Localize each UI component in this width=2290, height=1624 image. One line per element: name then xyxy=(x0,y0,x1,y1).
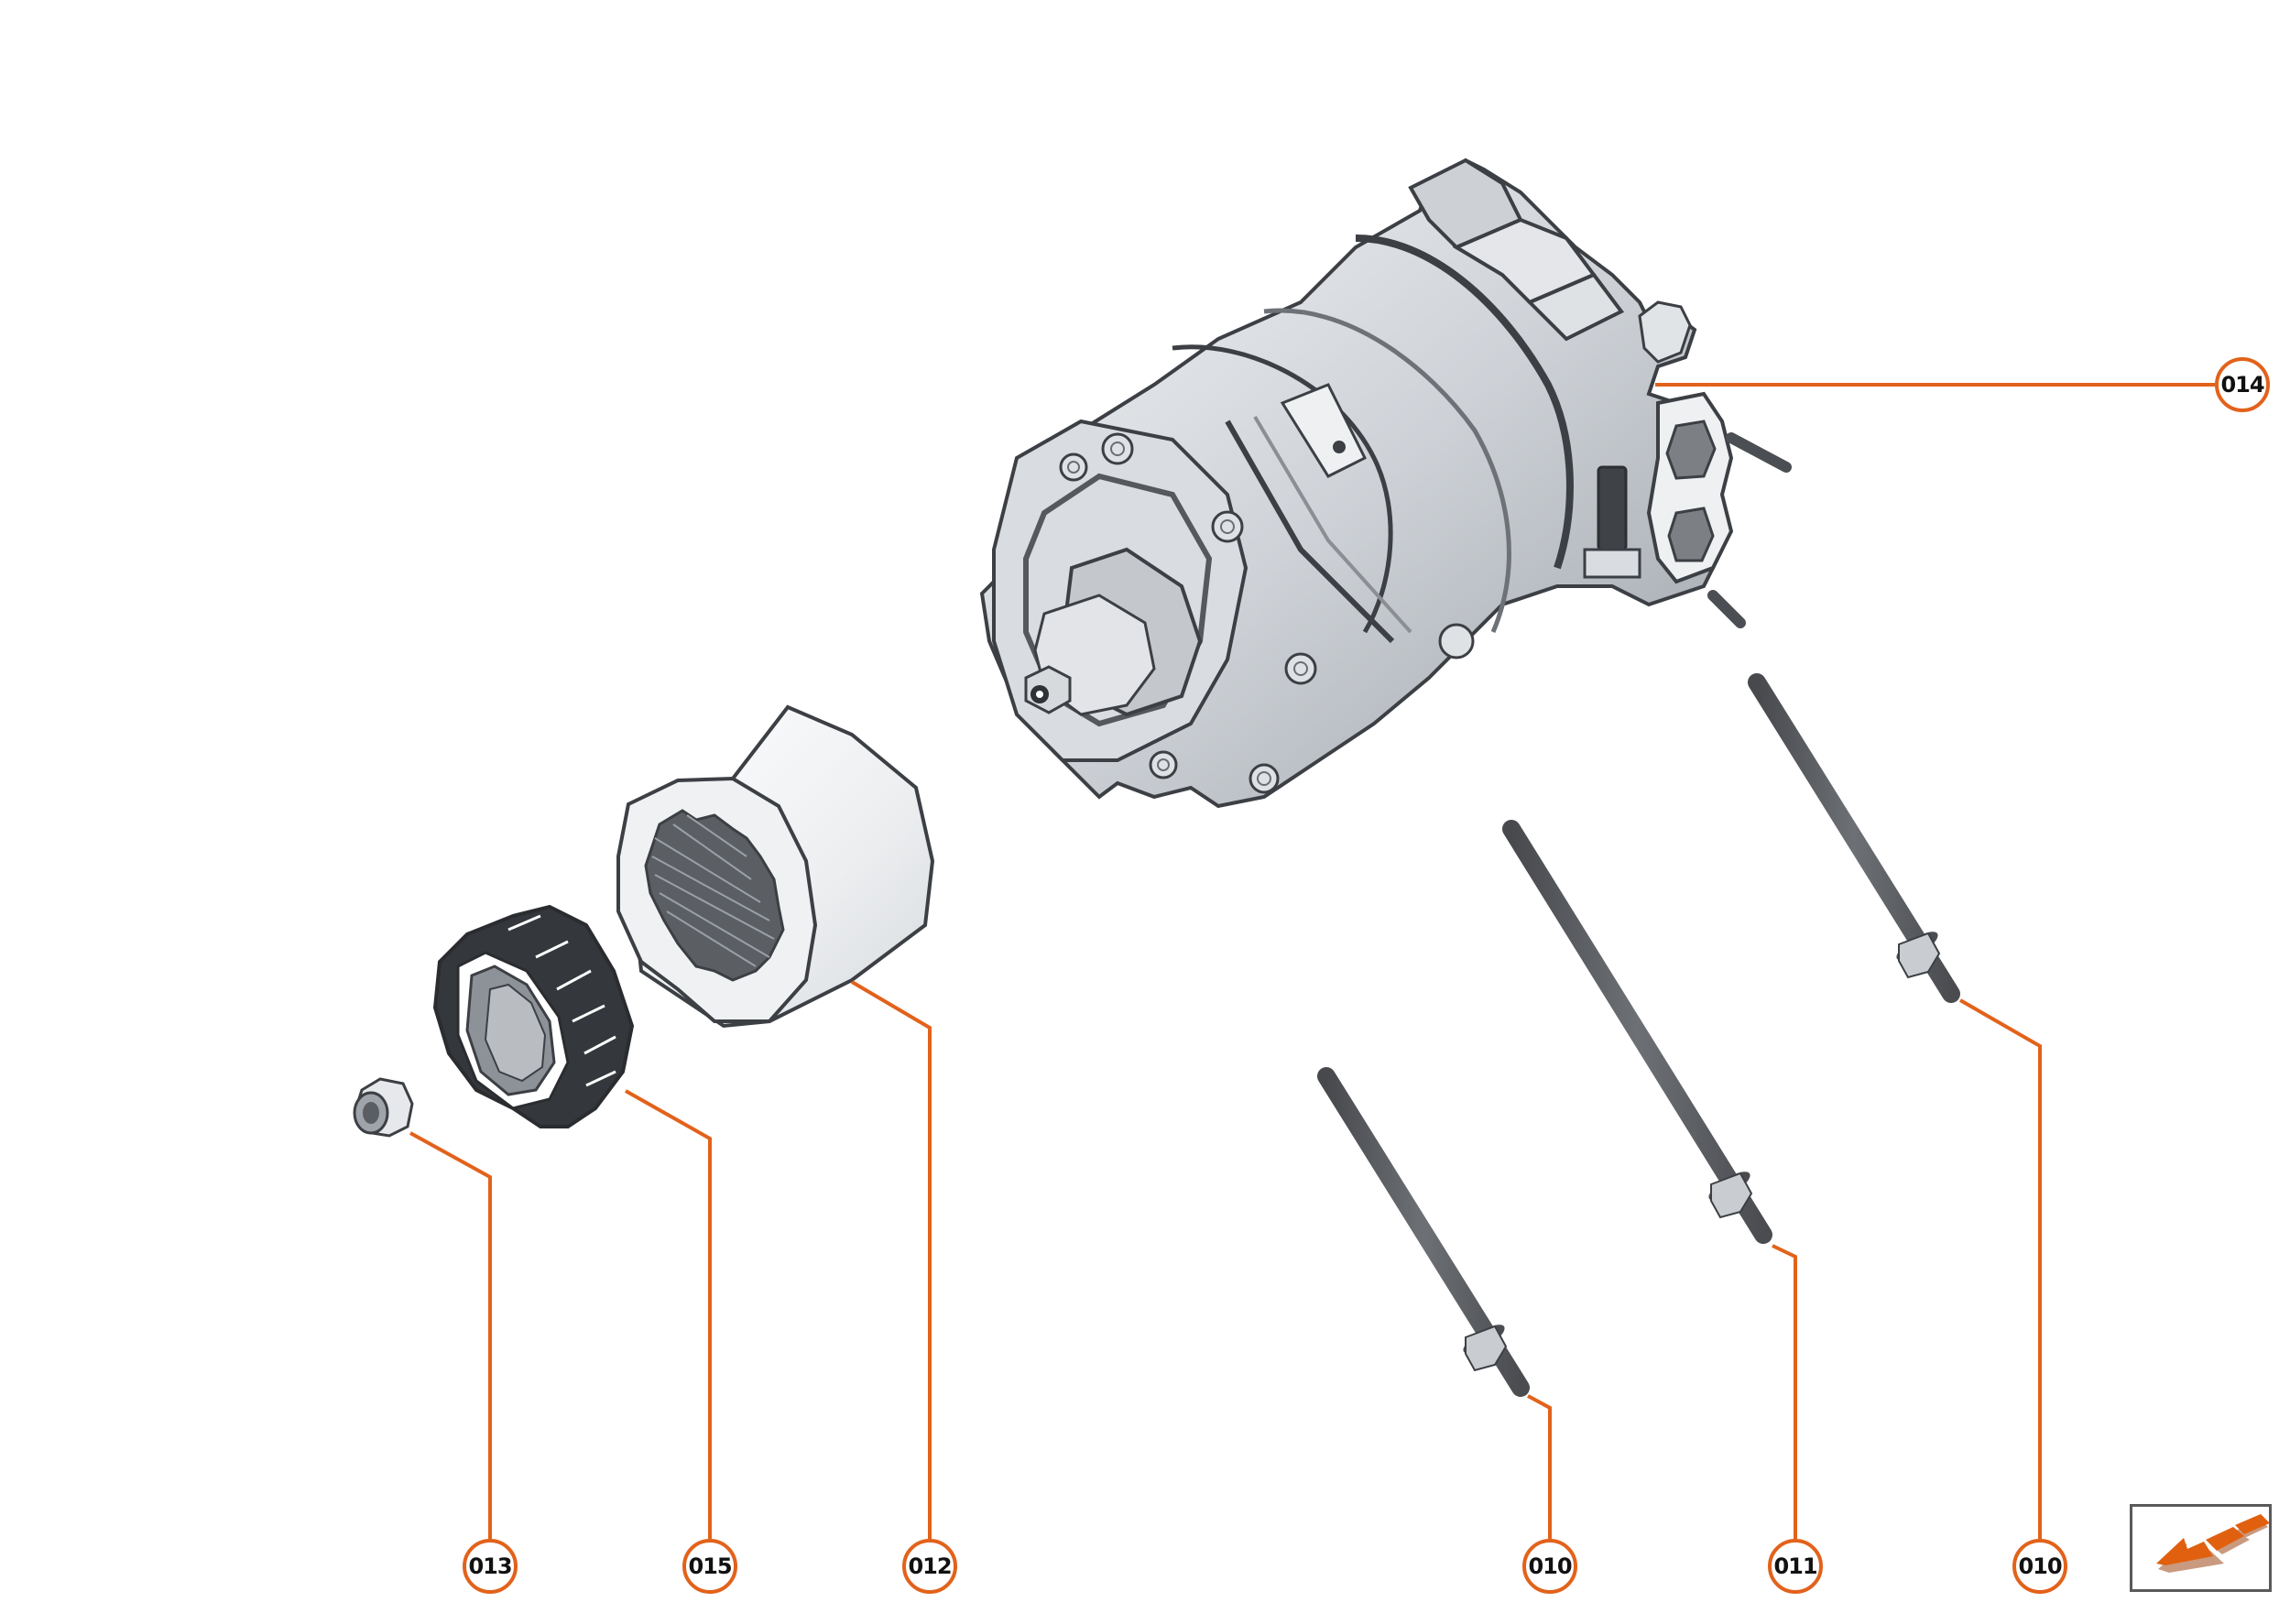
callout-label: 010 xyxy=(2018,1553,2062,1579)
callout-012[interactable]: 012 xyxy=(902,1539,957,1594)
sprocket-ring-015[interactable] xyxy=(432,904,635,1128)
callout-011[interactable]: 011 xyxy=(1768,1539,1823,1594)
motor-assembly-014[interactable] xyxy=(979,158,1792,809)
stud-bolt-left-010[interactable] xyxy=(1317,1067,1530,1397)
lock-nut-013[interactable] xyxy=(353,1077,414,1138)
callout-010-right[interactable]: 010 xyxy=(2012,1539,2067,1594)
previous-view-arrow-icon xyxy=(2156,1514,2270,1573)
splined-sleeve-012[interactable] xyxy=(616,704,935,1029)
callout-label: 014 xyxy=(2220,372,2264,398)
leader-lines xyxy=(409,383,2215,1539)
callout-label: 012 xyxy=(908,1553,952,1579)
callout-label: 013 xyxy=(468,1553,512,1579)
callout-label: 011 xyxy=(1773,1553,1817,1579)
callout-010-left[interactable]: 010 xyxy=(1522,1539,1577,1594)
stud-bolt-middle-011[interactable] xyxy=(1502,820,1772,1244)
callout-014[interactable]: 014 xyxy=(2215,357,2270,412)
callout-013[interactable]: 013 xyxy=(463,1539,518,1594)
callout-015[interactable]: 015 xyxy=(682,1539,737,1594)
previous-view-button[interactable] xyxy=(2130,1504,2272,1592)
callout-label: 010 xyxy=(1528,1553,1572,1579)
stud-bolt-right-010[interactable] xyxy=(1748,673,1960,1003)
callout-label: 015 xyxy=(688,1553,732,1579)
